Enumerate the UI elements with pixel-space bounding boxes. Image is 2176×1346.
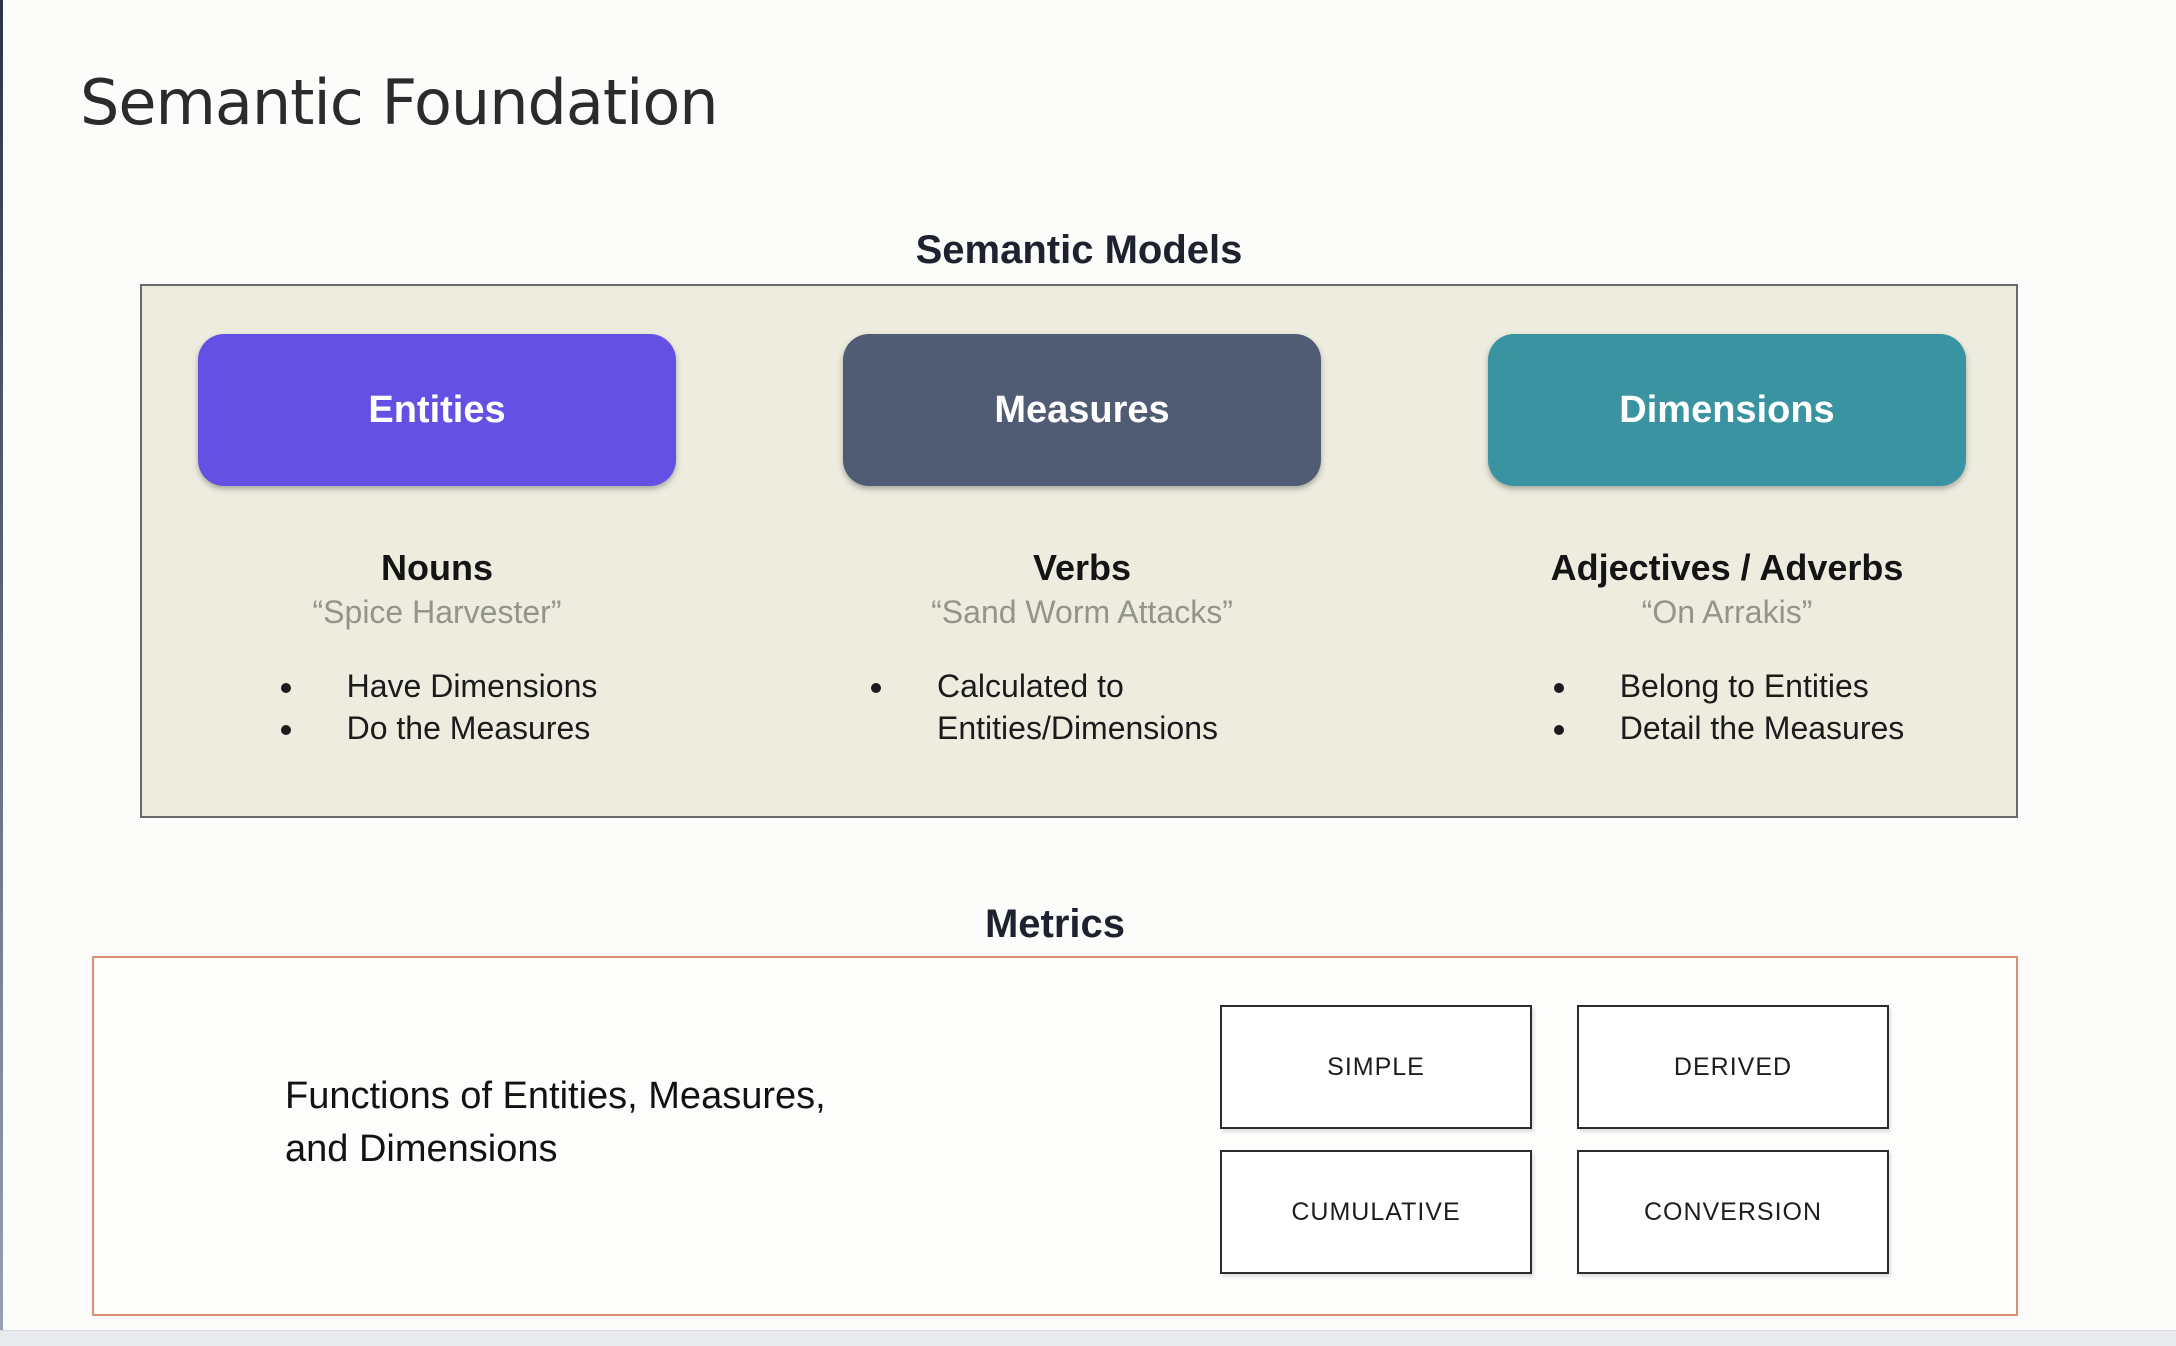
metrics-panel: Functions of Entities, Measures, and Dim… (92, 956, 2018, 1316)
entities-word-type: Nouns (381, 547, 493, 588)
dimensions-pill: Dimensions (1488, 334, 1966, 486)
entities-pill: Entities (198, 334, 676, 486)
entities-example: “Spice Harvester” (312, 593, 562, 630)
entities-bullet-list: Have Dimensions Do the Measures (277, 665, 598, 749)
metric-type-cumulative: CUMULATIVE (1220, 1150, 1532, 1274)
bottom-edge-strip (0, 1330, 2176, 1346)
measures-bullet-list: Calculated to Entities/Dimensions (867, 665, 1297, 749)
bullet-item: Calculated to Entities/Dimensions (897, 665, 1297, 749)
metric-type-simple: SIMPLE (1220, 1005, 1532, 1129)
measures-word-type: Verbs (1032, 547, 1132, 588)
semantic-models-heading: Semantic Models (915, 228, 1243, 272)
page-title: Semantic Foundation (80, 66, 719, 139)
dimensions-column: Dimensions Adjectives / Adverbs “On Arra… (1488, 334, 1966, 816)
metrics-heading: Metrics (984, 902, 1126, 946)
bullet-item: Do the Measures (307, 707, 598, 749)
entities-column: Entities Nouns “Spice Harvester” Have Di… (198, 334, 676, 816)
metric-types-grid: SIMPLE DERIVED CUMULATIVE CONVERSION (1220, 1005, 1889, 1274)
metrics-description-line2: and Dimensions (285, 1128, 558, 1171)
measures-pill: Measures (843, 334, 1321, 486)
semantic-models-panel: Entities Nouns “Spice Harvester” Have Di… (140, 284, 2018, 818)
slide-left-edge-divider (0, 0, 3, 1346)
bullet-item: Detail the Measures (1580, 707, 1905, 749)
metrics-description: Functions of Entities, Measures, and Dim… (285, 1070, 826, 1176)
dimensions-example: “On Arrakis” (1641, 593, 1813, 630)
measures-example: “Sand Worm Attacks” (931, 593, 1233, 630)
measures-column: Measures Verbs “Sand Worm Attacks” Calcu… (843, 334, 1321, 816)
dimensions-bullet-list: Belong to Entities Detail the Measures (1550, 665, 1905, 749)
metrics-description-line1: Functions of Entities, Measures, (285, 1075, 826, 1117)
dimensions-word-type: Adjectives / Adverbs (1550, 547, 1904, 588)
metric-type-conversion: CONVERSION (1577, 1150, 1889, 1274)
bullet-item: Have Dimensions (307, 665, 598, 707)
metric-type-derived: DERIVED (1577, 1005, 1889, 1129)
bullet-item: Belong to Entities (1580, 665, 1905, 707)
